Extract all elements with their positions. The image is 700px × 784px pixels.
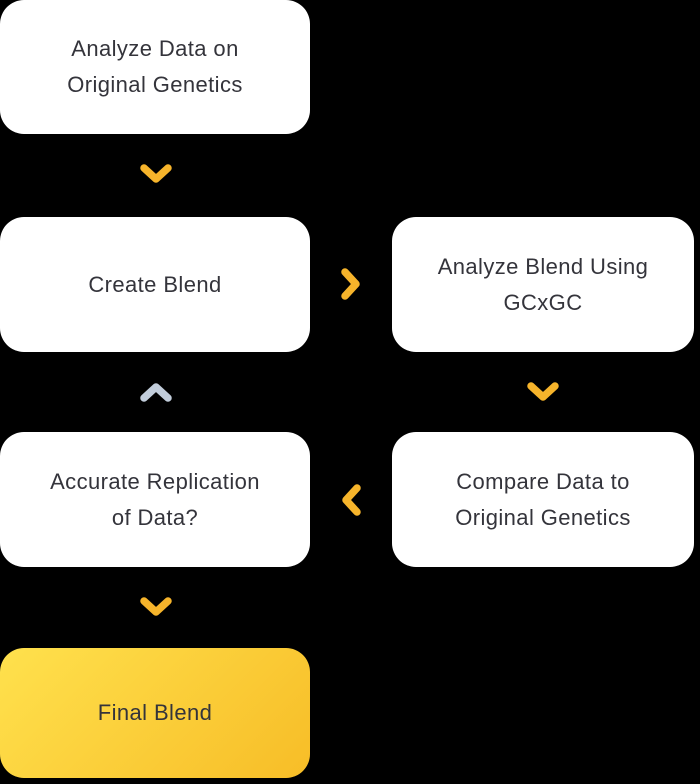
node-accurate-replication-label: Accurate Replication of Data? [50,468,260,530]
node-final-blend-label: Final Blend [97,700,213,725]
node-accurate-replication: Accurate Replication of Data? [0,432,310,567]
node-analyze-blend-label: Analyze Blend Using GCxGC [437,253,649,315]
node-create-blend: Create Blend [0,217,310,352]
chevron-down-icon [526,381,560,403]
node-analyze-data: Analyze Data on Original Genetics [0,0,310,134]
chevron-up-icon [139,381,173,403]
node-compare-data: Compare Data to Original Genetics [392,432,694,567]
chevron-down-icon [139,163,173,185]
node-analyze-blend: Analyze Blend Using GCxGC [392,217,694,352]
chevron-right-icon [340,267,362,301]
chevron-left-icon [340,483,362,517]
node-analyze-data-label: Analyze Data on Original Genetics [67,36,243,97]
chevron-down-icon [139,596,173,618]
node-create-blend-label: Create Blend [88,271,222,297]
node-final-blend: Final Blend [0,648,310,778]
node-compare-data-label: Compare Data to Original Genetics [455,468,631,530]
